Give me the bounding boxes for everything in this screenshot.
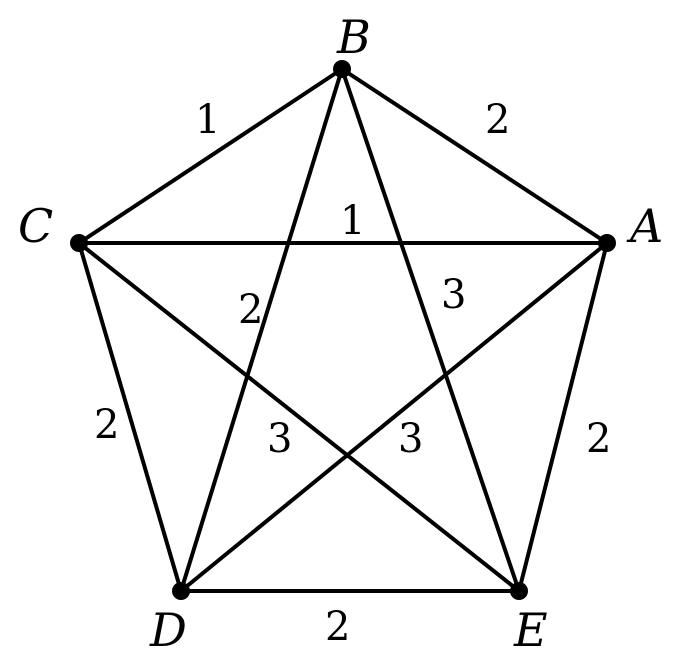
vertex-labels: A B C D E — [18, 10, 663, 657]
edge-c-b — [77, 67, 344, 245]
edge-a-d — [179, 241, 609, 593]
vertex-e — [510, 582, 528, 600]
vertex-label-c: C — [18, 199, 53, 253]
edge-c-e — [77, 241, 521, 593]
weight-b-d: 2 — [238, 287, 263, 333]
weight-a-e: 2 — [586, 416, 611, 462]
weight-a-d: 3 — [398, 416, 423, 462]
edges — [77, 67, 609, 593]
vertex-label-d: D — [149, 603, 187, 657]
vertex-label-a: A — [626, 199, 663, 253]
edge-a-e — [517, 241, 609, 593]
edge-c-d — [77, 241, 183, 593]
weight-b-a: 2 — [485, 97, 510, 143]
vertex-label-b: B — [336, 10, 371, 64]
vertex-b — [333, 60, 351, 78]
weight-c-b: 1 — [195, 97, 220, 143]
edge-b-a — [340, 67, 609, 245]
vertex-label-e: E — [513, 603, 548, 657]
weight-c-d: 2 — [94, 402, 119, 448]
vertex-c — [70, 234, 88, 252]
weight-b-e: 3 — [441, 272, 466, 318]
edge-b-d — [179, 67, 344, 593]
vertex-a — [598, 234, 616, 252]
weight-c-e: 3 — [267, 416, 292, 462]
edge-b-e — [340, 67, 521, 593]
weight-c-a: 1 — [340, 198, 365, 244]
weight-d-e: 2 — [325, 604, 350, 650]
edge-weights: 1 2 1 2 3 2 3 3 2 2 — [94, 97, 611, 650]
vertices — [70, 60, 616, 600]
vertex-d — [172, 582, 190, 600]
